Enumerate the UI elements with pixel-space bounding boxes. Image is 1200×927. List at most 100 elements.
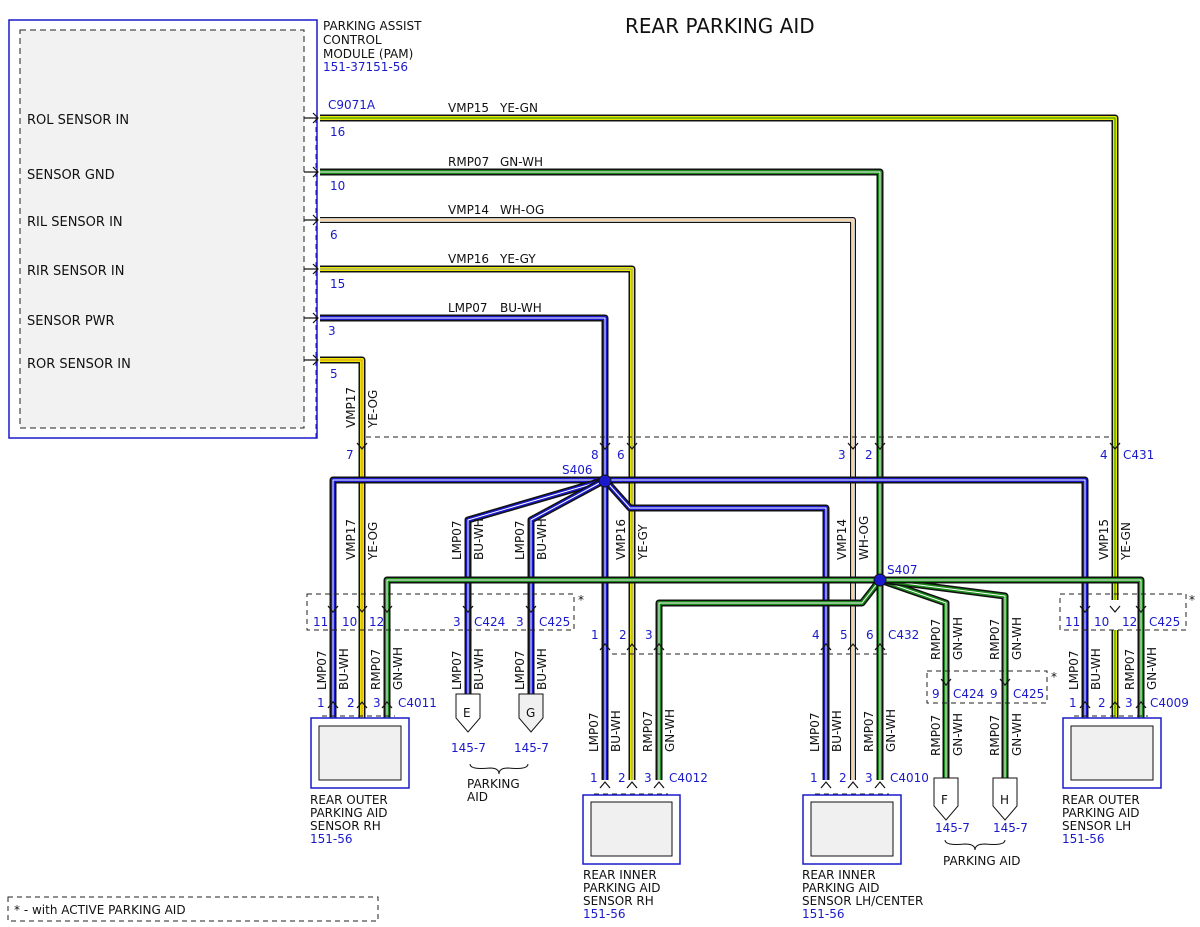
- sensor-inner-lh-line-2: PARKING AID: [802, 881, 880, 895]
- c431-pin-8: 8: [591, 448, 599, 462]
- pam-name-line-3: MODULE (PAM): [323, 47, 413, 61]
- offpage-e-shape: [455, 693, 481, 733]
- pam-pin-3: 3: [328, 324, 336, 338]
- sensor-outer-lh-line-1: REAR OUTER: [1062, 793, 1140, 807]
- offpage-g-ref: 145-7: [514, 741, 549, 755]
- label-lh-outer-buwh: BU-WH: [1089, 648, 1103, 690]
- c432-pin-2: 2: [619, 628, 627, 642]
- sensor-inner-rh-body: [590, 801, 673, 857]
- c425-label-right: C425: [1149, 615, 1180, 629]
- c4012-arrows: [599, 781, 665, 789]
- label-inner-lh-gnwh: GN-WH: [884, 709, 898, 752]
- offpage-h-shape: [992, 777, 1018, 821]
- label-f-gnwh-lower: GN-WH: [951, 713, 965, 756]
- sensor-outer-rh-line-1: REAR OUTER: [310, 793, 388, 807]
- offpage-g-shape: [518, 693, 544, 733]
- parking-aid-brace-left: [469, 763, 529, 775]
- sensor-outer-rh-line-3: SENSOR RH: [310, 819, 381, 833]
- fh-pin-9-c425: 9: [990, 687, 998, 701]
- optional-marker-mid: *: [1051, 670, 1057, 684]
- c4009-pin-1: 1: [1069, 696, 1077, 710]
- label-rmp07-color: GN-WH: [500, 155, 543, 169]
- label-lh-outer-lmp07: LMP07: [1067, 650, 1081, 690]
- label-h-gnwh-upper: GN-WH: [1010, 617, 1024, 660]
- label-e-buwh: BU-WH: [472, 648, 486, 690]
- c4011-upper-arrows: [327, 605, 537, 613]
- right-band-pin-11: 11: [1065, 615, 1080, 629]
- c4011-pin-3: 3: [373, 696, 381, 710]
- label-inner-rh-lmp07: LMP07: [587, 712, 601, 752]
- fh-pin-9-c424: 9: [932, 687, 940, 701]
- pam-pin-5: 5: [330, 367, 338, 381]
- label-vmp17-color-mid: YE-OG: [366, 522, 380, 561]
- label-lmp07-circuit: LMP07: [448, 301, 488, 315]
- pam-pin-6: 6: [330, 228, 338, 242]
- splice-s407-dot: [873, 573, 887, 587]
- c4012-label: C4012: [669, 771, 708, 785]
- label-f-rmp07-upper: RMP07: [929, 619, 943, 660]
- optional-connector-band-right: [1059, 593, 1187, 631]
- label-vmp15-color-mid: YE-GN: [1119, 522, 1133, 561]
- pam-pin-arrows: [304, 112, 319, 366]
- c4011-label: C4011: [398, 696, 437, 710]
- c431-pin-6: 6: [617, 448, 625, 462]
- label-h-gnwh-lower: GN-WH: [1010, 713, 1024, 756]
- c431-pin-3: 3: [838, 448, 846, 462]
- sensor-inner-rh-line-3: SENSOR RH: [583, 894, 654, 908]
- c4009-pin-3: 3: [1125, 696, 1133, 710]
- sensor-inner-lh-line-3: SENSOR LH/CENTER: [802, 894, 923, 908]
- c432-label: C432: [888, 628, 919, 642]
- footnote-box: [7, 896, 379, 922]
- label-inner-lh-buwh: BU-WH: [830, 710, 844, 752]
- pam-pin-label-ror: ROR SENSOR IN: [27, 357, 131, 372]
- c432-pin-3: 3: [645, 628, 653, 642]
- left-band-pin-12: 12: [369, 615, 384, 629]
- label-lh-outer-gnwh: GN-WH: [1145, 647, 1159, 690]
- label-f-gnwh-upper: GN-WH: [951, 617, 965, 660]
- label-vmp15-color: YE-GN: [499, 101, 538, 115]
- c432-pin-4: 4: [812, 628, 820, 642]
- right-band-pin-10: 10: [1094, 615, 1109, 629]
- pam-module-body: [19, 29, 305, 429]
- left-band-pin-11: 11: [313, 615, 328, 629]
- label-lmp07-color-e: BU-WH: [472, 518, 486, 560]
- sensor-outer-rh-body: [318, 725, 402, 781]
- left-band-pin-3-c425: 3: [516, 615, 524, 629]
- c425-label-mid: C425: [1013, 687, 1044, 701]
- splice-s406-label: S406: [562, 463, 593, 477]
- label-vmp17-circuit-upper: VMP17: [344, 387, 358, 428]
- c425-label-left: C425: [539, 615, 570, 629]
- label-rh-outer-gnwh: GN-WH: [391, 647, 405, 690]
- label-lmp07-color: BU-WH: [500, 301, 542, 315]
- splice-s407-label: S407: [887, 563, 918, 577]
- c4010-pin-3: 3: [865, 771, 873, 785]
- label-lmp07-circuit-g: LMP07: [513, 520, 527, 560]
- offpage-f-ref: 145-7: [935, 821, 970, 835]
- optional-connector-band-left: [306, 593, 575, 631]
- label-lmp07-circuit-e: LMP07: [450, 520, 464, 560]
- left-band-pin-3-c424: 3: [453, 615, 461, 629]
- c4012-pin-1: 1: [590, 771, 598, 785]
- c424-label-mid: C424: [953, 687, 984, 701]
- label-lmp07-color-g: BU-WH: [535, 518, 549, 560]
- label-vmp16-color: YE-GY: [499, 252, 536, 266]
- label-rh-outer-buwh: BU-WH: [337, 648, 351, 690]
- c424-label-left: C424: [474, 615, 505, 629]
- sensor-inner-lh-ref: 151-56: [802, 907, 845, 921]
- c432-pin-5: 5: [840, 628, 848, 642]
- sensor-outer-lh-body: [1070, 725, 1154, 781]
- c4009-label: C4009: [1150, 696, 1189, 710]
- label-rmp07-circuit: RMP07: [448, 155, 489, 169]
- c432-arrows: [599, 643, 886, 651]
- offpage-f-letter: F: [941, 793, 948, 807]
- label-h-rmp07-lower: RMP07: [988, 715, 1002, 756]
- c431-pin-7: 7: [346, 448, 354, 462]
- pam-pin-15: 15: [330, 277, 345, 291]
- label-vmp15-circuit-mid: VMP15: [1097, 519, 1111, 560]
- c431-pin-4: 4: [1100, 448, 1108, 462]
- label-vmp14-color: WH-OG: [500, 203, 544, 217]
- label-inner-rh-gnwh: GN-WH: [663, 709, 677, 752]
- label-rh-outer-lmp07: LMP07: [315, 650, 329, 690]
- s407-branches: [383, 576, 1145, 790]
- sensor-outer-rh-ref: 151-56: [310, 832, 353, 846]
